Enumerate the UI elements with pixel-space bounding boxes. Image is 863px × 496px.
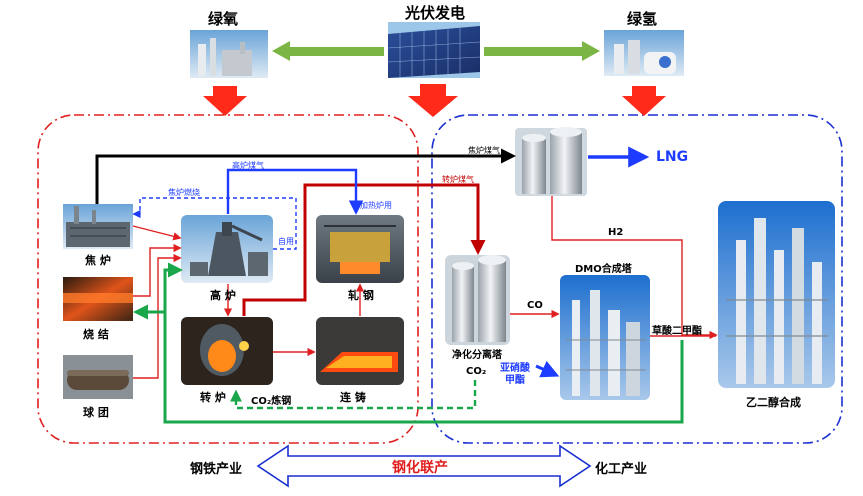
heating-furnace-use-label: 加热炉用 (360, 201, 392, 210)
steel-zone-boundary (37, 114, 419, 444)
hydrogen-down-arrow (622, 86, 666, 116)
pellet-image (63, 355, 133, 399)
converter-gas-line (242, 183, 486, 316)
coke-to-furnace-line (132, 225, 182, 241)
converter-image (181, 317, 273, 385)
dimethyl-oxalate-label: 草酸二甲酯 (652, 326, 702, 337)
blast-furnace-gas-label: 高炉煤气 (232, 161, 264, 170)
oxygen-loop-line (163, 262, 684, 424)
co2-steelmaking-label: CO₂炼钢 (251, 396, 292, 407)
co2-label: CO₂ (466, 366, 487, 377)
coking-plant-image (63, 204, 133, 249)
sintering-label: 烧 结 (83, 328, 109, 341)
pv-power-image (387, 22, 481, 78)
dmo-tower-image (560, 275, 650, 400)
methyl-nitrite-arrow (535, 360, 560, 378)
pv-to-hydrogen-arrow (484, 41, 600, 61)
h2-label: H2 (608, 227, 624, 238)
ethylene-glycol-plant-image (718, 201, 835, 388)
co-label: CO (527, 300, 543, 311)
coke-oven-gas-fuel-label: 焦炉燃烧 (168, 188, 200, 197)
pellet-to-furnace-line (133, 253, 182, 379)
lng-tank-image (515, 127, 587, 196)
converter-gas-label: 转炉煤气 (442, 175, 474, 184)
ethylene-glycol-label: 乙二醇合成 (746, 396, 801, 409)
green-oxygen-label: 绿氧 (208, 10, 239, 28)
green-hydrogen-image (604, 30, 684, 76)
coking-label: 焦 炉 (85, 254, 111, 267)
pv-to-oxygen-arrow (272, 41, 384, 61)
co2-return-line (230, 380, 477, 410)
blast-furnace-label: 高 炉 (210, 289, 236, 302)
separation-tower-label: 净化分离塔 (452, 350, 502, 361)
blast-furnace-gas-line (226, 168, 364, 215)
steel-chem-link-arrow (256, 444, 592, 488)
pv-power-label: 光伏发电 (405, 4, 466, 22)
h2-line (551, 196, 718, 340)
methyl-nitrite-label: 亚硝酸 甲酯 (500, 363, 530, 386)
pellet-label: 球 团 (83, 406, 109, 419)
sinter-to-furnace-line (133, 243, 182, 297)
self-use-loop (132, 197, 297, 250)
oxygen-down-arrow (203, 86, 247, 116)
lng-label: LNG (656, 149, 689, 165)
steel-chem-link-label: 钢化联产 (392, 460, 448, 476)
casting-label: 连 铸 (340, 391, 366, 404)
rolling-label: 轧 钢 (348, 289, 374, 302)
steel-industry-label: 钢铁产业 (190, 462, 243, 477)
coke-oven-gas-label: 焦炉煤气 (468, 146, 500, 155)
converter-label: 转 炉 (200, 391, 226, 404)
green-oxygen-image (190, 30, 268, 78)
separation-tower-image (445, 255, 510, 345)
chem-zone-boundary (431, 114, 843, 444)
chem-industry-label: 化工产业 (595, 462, 648, 477)
rolling-mill-image (316, 215, 404, 283)
green-hydrogen-label: 绿氢 (627, 10, 658, 28)
self-use-label: 自用 (278, 237, 294, 246)
continuous-casting-image (316, 317, 404, 385)
sintering-image (63, 277, 133, 321)
coke-oven-gas-line (95, 148, 516, 204)
pv-down-arrow (408, 84, 458, 117)
blast-furnace-image (181, 215, 273, 283)
dmo-tower-label: DMO合成塔 (575, 264, 632, 275)
